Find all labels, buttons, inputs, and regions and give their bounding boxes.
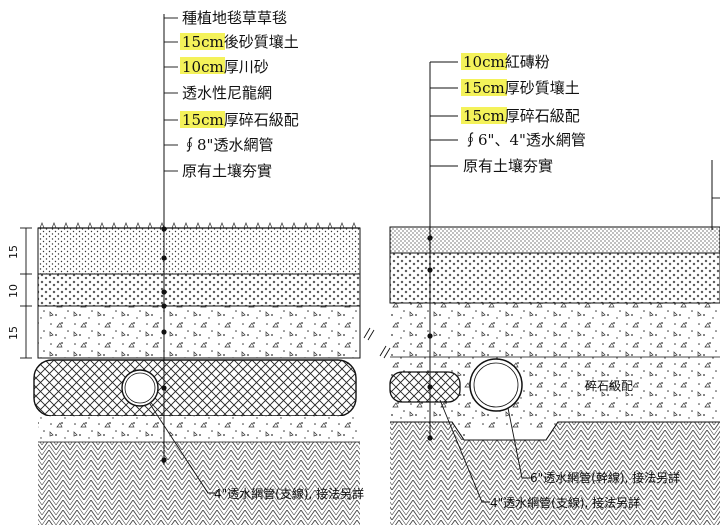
far-right-edge <box>711 160 720 230</box>
label-grass-mat: 種植地毯草草毯 <box>182 9 287 27</box>
right-pipe-callouts: 6"透水網管(幹線), 接法另詳 4"透水網管(支線), 接法另詳 <box>439 399 680 510</box>
label-compacted-soil-right: 原有土壤夯實 <box>463 157 553 175</box>
left-labels: 種植地毯草草毯 15cm後砂質壤土 10cm厚川砂 透水性尼龍網 15cm厚碎石… <box>180 9 299 180</box>
label-compacted-soil: 原有土壤夯實 <box>182 162 272 180</box>
callout-branch-pipe-left: 4"透水網管(支線), 接法另詳 <box>214 486 364 501</box>
highlight-3 <box>180 111 225 128</box>
label-sandy-loam: 15cm後砂質壤土 <box>182 33 299 51</box>
right-labels: 10cm紅磚粉 15cm厚砂質壤土 15cm厚碎石級配 ∮6"、4"透水網管 原… <box>461 53 586 175</box>
label-nylon-mesh: 透水性尼龍網 <box>182 84 272 102</box>
dim-topsoil: 15 <box>7 245 20 259</box>
label-crushed-gravel: 15cm厚碎石級配 <box>182 111 299 129</box>
callout-main-pipe: 6"透水網管(幹線), 接法另詳 <box>530 470 680 485</box>
highlight-2 <box>180 57 225 74</box>
highlight-r2 <box>461 79 507 96</box>
label-pipe-6-4in: ∮6"、4"透水網管 <box>463 131 586 149</box>
left-pipe-callout: 4"透水網管(支線), 接法另詳 <box>149 403 364 501</box>
label-pipe-8in: ∮8"透水網管 <box>182 136 273 154</box>
highlight-r3 <box>461 107 507 124</box>
dim-sand: 10 <box>7 284 20 298</box>
highlight-1 <box>180 33 225 50</box>
label-crushed-gravel-right: 15cm厚碎石級配 <box>463 107 580 125</box>
left-leader <box>161 14 178 465</box>
label-brick-powder: 10cm紅磚粉 <box>463 53 550 71</box>
highlight-r1 <box>461 53 507 70</box>
label-gravel-note: 碎石級配 <box>585 378 633 393</box>
dim-gravel: 15 <box>7 326 20 340</box>
right-leader <box>427 61 458 441</box>
left-dimensions: 15 10 15 <box>7 227 32 359</box>
right-section-layers: 碎石級配 <box>379 226 720 525</box>
left-section-layers <box>33 222 375 525</box>
label-sandy-loam-right: 15cm厚砂質壤土 <box>463 79 580 97</box>
callout-branch-pipe-right: 4"透水網管(支線), 接法另詳 <box>490 495 640 510</box>
label-river-sand: 10cm厚川砂 <box>182 58 269 76</box>
